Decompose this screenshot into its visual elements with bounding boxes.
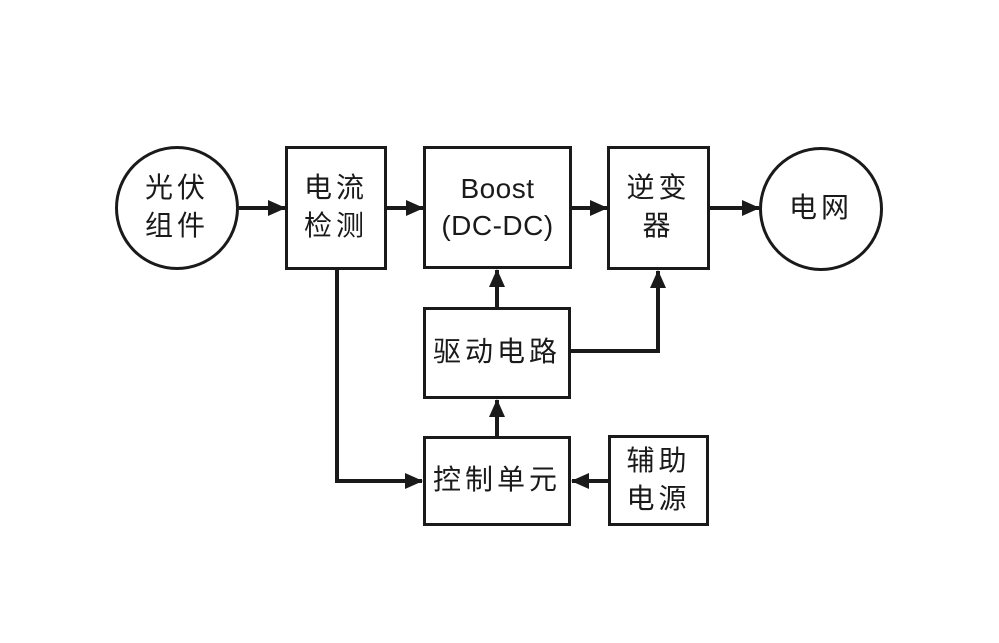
node-grid: 电网: [759, 147, 883, 271]
arrow-drive-circuit-to-inverter: [571, 270, 666, 353]
pv-module-label: 光伏 组件: [144, 173, 209, 242]
node-aux-power: 辅助 电源: [608, 435, 709, 526]
control-unit-label: 控制单元: [432, 465, 561, 497]
boost-dcdc-label: Boost (DC-DC): [441, 172, 554, 241]
inverter-label: 逆变 器: [626, 173, 691, 242]
node-inverter: 逆变 器: [607, 146, 710, 270]
current-detection-label: 电流 检测: [303, 173, 368, 242]
node-boost-dcdc: Boost (DC-DC): [423, 146, 572, 269]
drive-circuit-label: 驱动电路: [432, 337, 561, 369]
node-drive-circuit: 驱动电路: [423, 307, 571, 399]
aux-power-label: 辅助 电源: [626, 445, 691, 515]
node-current-detection: 电流 检测: [285, 146, 387, 270]
node-control-unit: 控制单元: [423, 436, 571, 526]
arrow-current-detection-to-control-unit: [335, 270, 423, 489]
grid-label: 电网: [788, 193, 853, 225]
node-pv-module: 光伏 组件: [115, 146, 239, 270]
